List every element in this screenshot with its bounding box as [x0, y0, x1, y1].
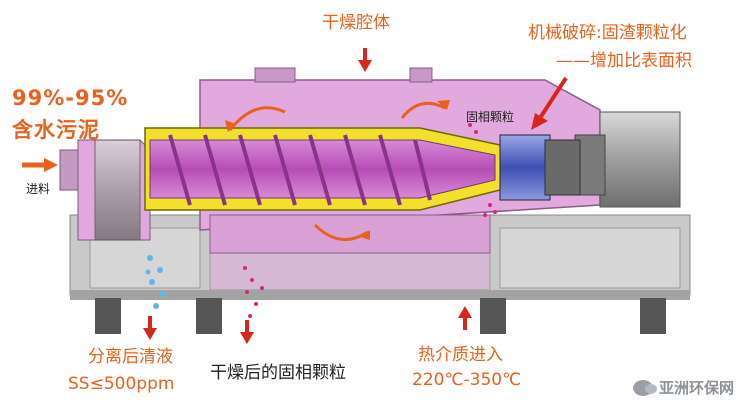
screw-conveyor	[144, 127, 561, 211]
liquid-drops	[145, 255, 165, 309]
watermark: 亚洲环保网	[632, 377, 734, 398]
feed-housing	[59, 139, 151, 241]
label-moisture-text: 含水污泥	[12, 118, 100, 142]
feed-arrow	[22, 158, 58, 172]
label-ss-limit: SS≤500ppm	[68, 374, 175, 394]
label-temp-range: 220℃-350℃	[412, 370, 522, 390]
label-solid-particles: 固相颗粒	[466, 110, 515, 124]
label-dried-solids: 干燥后的固相颗粒	[210, 363, 346, 383]
label-crush-title: 机械破碎:固渣颗粒化	[528, 23, 687, 43]
label-dryer-chamber: 干燥腔体	[322, 13, 390, 33]
label-crush-sub: ——增加比表面积	[556, 51, 692, 71]
label-separated-liquid: 分离后清液	[88, 347, 173, 367]
label-heat-medium: 热介质进入	[418, 345, 503, 365]
label-moisture-pct: 99%-95%	[12, 86, 129, 110]
indicator-arrows	[143, 48, 568, 344]
bowl-drum	[499, 134, 581, 201]
particle-dots	[243, 123, 497, 318]
wechat-icon	[632, 379, 657, 396]
watermark-text: 亚洲环保网	[658, 379, 734, 397]
label-feed: 进料	[26, 182, 51, 196]
drive-motor	[574, 111, 681, 208]
